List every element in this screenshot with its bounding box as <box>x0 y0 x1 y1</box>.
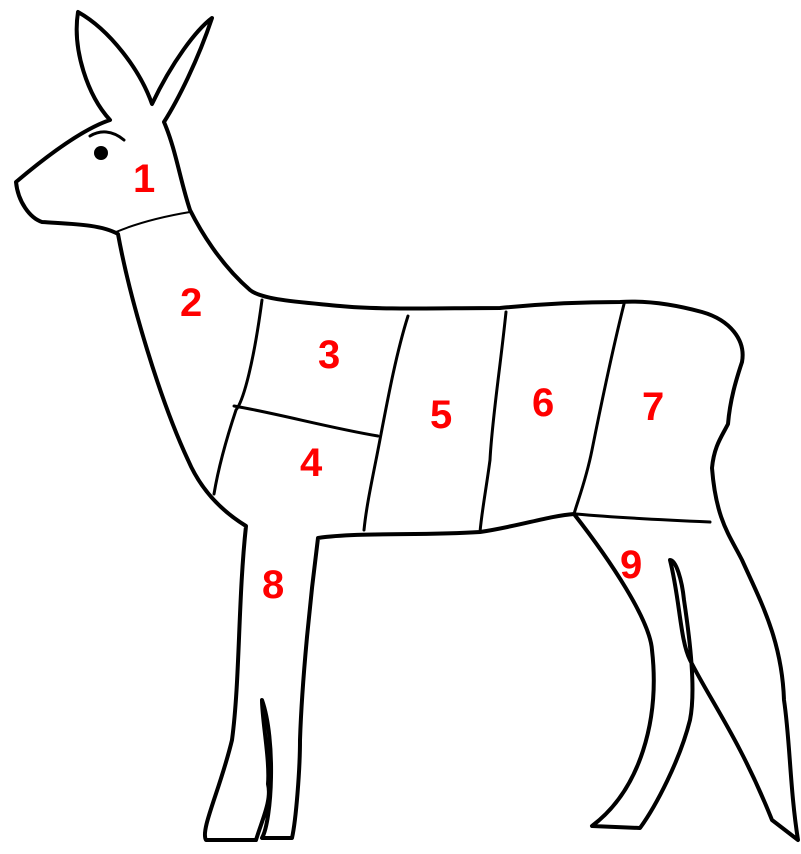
region-label-foreleg: 8 <box>262 563 284 607</box>
eyebrow <box>90 132 124 140</box>
divider-neck-shoulder <box>214 300 262 494</box>
region-label-ribs: 5 <box>430 393 452 437</box>
region-label-shoulder-lower: 4 <box>300 441 323 485</box>
region-label-loin: 6 <box>532 381 554 425</box>
divider-5-6 <box>480 312 506 532</box>
divider-3-5 <box>364 316 408 530</box>
region-label-haunch: 7 <box>642 385 664 429</box>
divider-shoulder <box>234 406 378 436</box>
region-label-hindleg: 9 <box>620 543 642 587</box>
divider-head-neck <box>116 212 190 232</box>
region-label-shoulder-upper: 3 <box>318 333 340 377</box>
region-label-neck: 2 <box>180 281 202 325</box>
region-label-head: 1 <box>133 157 155 201</box>
deer-outline <box>16 12 798 840</box>
divider-7-9 <box>576 514 710 522</box>
eye-icon <box>94 146 108 160</box>
divider-6-7 <box>574 304 624 514</box>
